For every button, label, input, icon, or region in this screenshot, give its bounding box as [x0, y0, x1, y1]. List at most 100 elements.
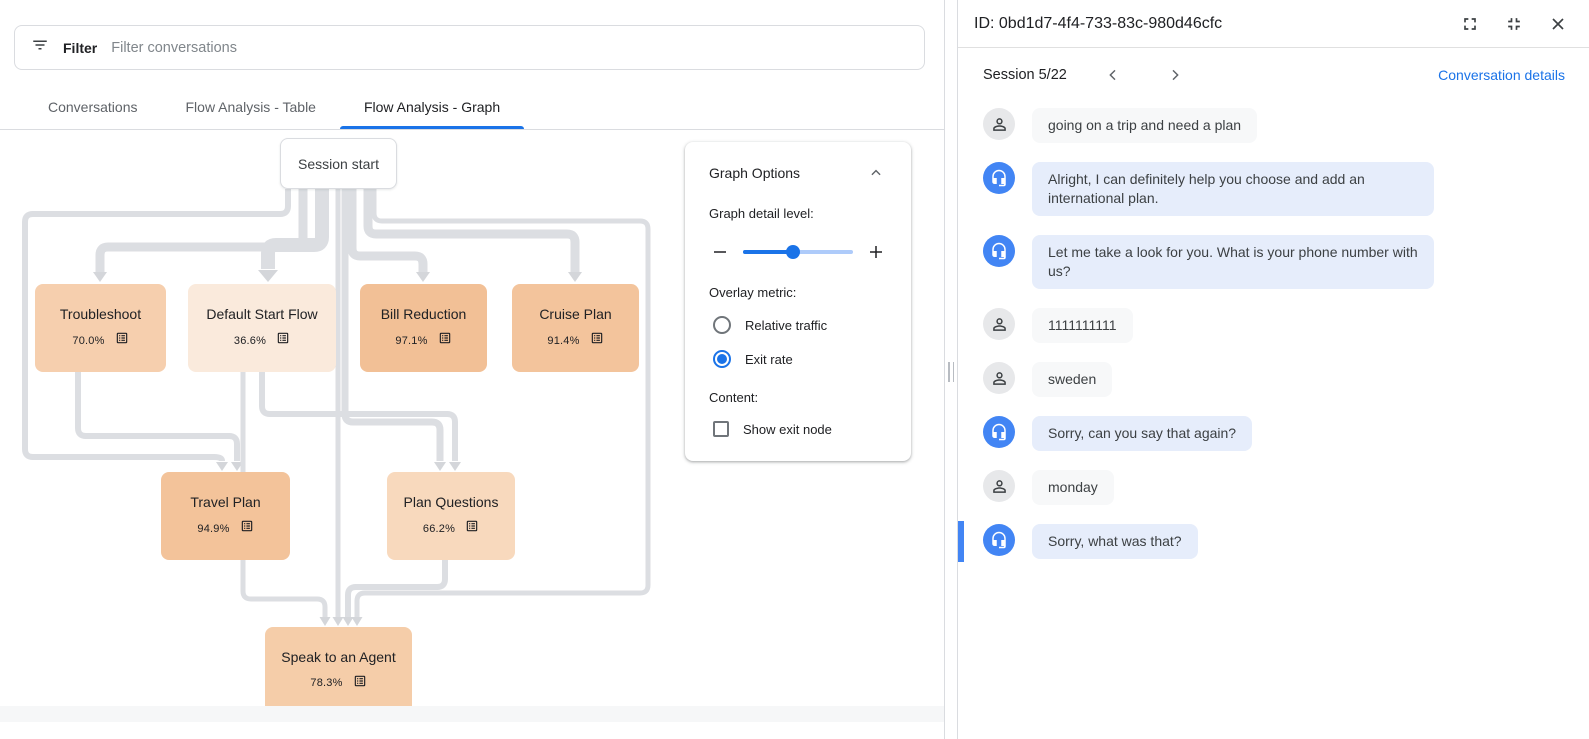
node-troubleshoot[interactable]: Troubleshoot 70.0% — [35, 284, 166, 372]
list-alt-icon[interactable] — [353, 674, 367, 693]
edge-arrowhead — [568, 272, 582, 282]
headset-icon — [983, 416, 1015, 448]
node-label: Bill Reduction — [380, 306, 467, 322]
edge-default-start-flow-to-speak-to-an-agent — [240, 372, 328, 617]
person-icon — [983, 470, 1015, 502]
tab-conversations[interactable]: Conversations — [48, 99, 138, 115]
agent-message[interactable]: Sorry, can you say that again? — [958, 416, 1565, 451]
conversation-id-title: ID: 0bd1d7-4f4-733-83c-980d46cfc — [974, 14, 1223, 32]
graph-options-title: Graph Options — [709, 165, 801, 181]
person-icon — [983, 108, 1015, 140]
edge-session-start-to-default-start-flow — [261, 189, 329, 269]
edge-session-start-to-speak-to-an-agent — [354, 189, 651, 617]
checkbox-label: Show exit node — [743, 421, 832, 437]
horizontal-scrollbar[interactable] — [0, 706, 944, 722]
filter-bar[interactable]: Filter Filter conversations — [14, 25, 925, 70]
session-counter: Session 5/22 — [983, 67, 1067, 83]
panel-resize-handle[interactable] — [945, 0, 957, 739]
agent-message[interactable]: Alright, I can definitely help you choos… — [958, 162, 1565, 216]
selected-message-indicator — [958, 521, 964, 562]
list-alt-icon[interactable] — [240, 519, 254, 538]
chevron-up-icon[interactable] — [865, 162, 887, 184]
conversation-details-link[interactable]: Conversation details — [1438, 67, 1565, 83]
flow-graph-canvas[interactable]: Session start Troubleshoot 70.0% Default S… — [0, 130, 944, 722]
node-label: Default Start Flow — [206, 306, 318, 322]
user-message[interactable]: 1111111111 — [958, 308, 1565, 343]
node-label: Travel Plan — [190, 494, 261, 510]
edge-session-start-to-cruise-plan — [363, 189, 580, 272]
edge-arrowhead — [231, 462, 243, 471]
checkbox-box[interactable] — [713, 421, 729, 437]
edge-default-start-flow-to-plan-questions — [259, 372, 458, 461]
graph-options-panel: Graph Options Graph detail level: — [685, 142, 911, 461]
zoom-out-button[interactable] — [709, 241, 731, 263]
headset-icon — [983, 524, 1015, 556]
flow-analysis-panel: Filter Filter conversations Conversation… — [0, 0, 945, 739]
tab-flow-analysis-graph[interactable]: Flow Analysis - Graph — [339, 99, 525, 129]
show-exit-node-checkbox[interactable]: Show exit node — [713, 421, 887, 437]
next-session-button[interactable] — [1163, 63, 1187, 87]
previous-session-button[interactable] — [1101, 63, 1125, 87]
node-label: Speak to an Agent — [281, 648, 396, 665]
edge-arrowhead — [449, 462, 461, 471]
edge-arrowhead — [216, 462, 228, 471]
zoom-in-button[interactable] — [865, 241, 887, 263]
edge-arrowhead — [351, 617, 363, 626]
user-message[interactable]: monday — [958, 470, 1565, 505]
filter-conversations-input[interactable]: Filter conversations — [111, 39, 237, 56]
radio-exit-rate[interactable]: Exit rate — [713, 350, 887, 368]
node-label: Cruise Plan — [539, 306, 612, 322]
conversation-detail-panel: ID: 0bd1d7-4f4-733-83c-980d46cfc Session… — [957, 0, 1589, 739]
list-alt-icon[interactable] — [115, 331, 129, 350]
exit-rate-value: 70.0% — [72, 334, 105, 347]
user-message[interactable]: sweden — [958, 362, 1565, 397]
message-bubble: Sorry, what was that? — [1032, 524, 1198, 559]
slider-thumb[interactable] — [785, 245, 800, 259]
list-alt-icon[interactable] — [465, 519, 479, 538]
radio-relative-traffic[interactable]: Relative traffic — [713, 316, 887, 334]
person-icon — [983, 308, 1015, 340]
exit-rate-value: 94.9% — [197, 522, 230, 535]
detail-header: ID: 0bd1d7-4f4-733-83c-980d46cfc — [958, 0, 1589, 48]
radio-circle[interactable] — [713, 316, 731, 334]
edge-arrowhead — [258, 270, 278, 282]
list-alt-icon[interactable] — [438, 331, 452, 350]
edge-arrowhead — [319, 617, 331, 626]
agent-message[interactable]: Sorry, what was that? — [958, 521, 1565, 562]
edge-troubleshoot-to-travel-plan — [75, 372, 240, 461]
message-bubble: Sorry, can you say that again? — [1032, 416, 1253, 451]
radio-label: Relative traffic — [745, 317, 828, 333]
agent-message[interactable]: Let me take a look for you. What is your… — [958, 235, 1565, 289]
radio-circle[interactable] — [713, 350, 731, 368]
message-bubble: Let me take a look for you. What is your… — [1032, 235, 1434, 289]
fullscreen-exit-icon[interactable] — [1503, 13, 1525, 35]
message-bubble: 1111111111 — [1032, 308, 1133, 343]
list-alt-icon[interactable] — [590, 331, 604, 350]
overlay-metric-label: Overlay metric: — [709, 285, 797, 300]
message-bubble: Alright, I can definitely help you choos… — [1032, 162, 1434, 216]
node-travel-plan[interactable]: Travel Plan 94.9% — [161, 472, 290, 560]
filter-label: Filter — [63, 39, 98, 56]
edge-arrowhead — [434, 462, 446, 471]
headset-icon — [983, 162, 1015, 194]
content-label: Content: — [709, 390, 759, 405]
user-message[interactable]: going on a trip and need a plan — [958, 108, 1565, 143]
list-alt-icon[interactable] — [276, 331, 290, 350]
tab-flow-analysis-table[interactable]: Flow Analysis - Table — [185, 99, 316, 115]
message-bubble: sweden — [1032, 362, 1113, 397]
edge-arrowhead — [416, 272, 430, 282]
node-session-start[interactable]: Session start — [280, 138, 397, 189]
detail-level-slider[interactable] — [743, 245, 853, 259]
close-icon[interactable] — [1547, 13, 1569, 35]
fullscreen-icon[interactable] — [1459, 13, 1481, 35]
flow-edges — [22, 189, 651, 626]
message-bubble: going on a trip and need a plan — [1032, 108, 1258, 143]
node-label: Troubleshoot — [59, 306, 142, 322]
